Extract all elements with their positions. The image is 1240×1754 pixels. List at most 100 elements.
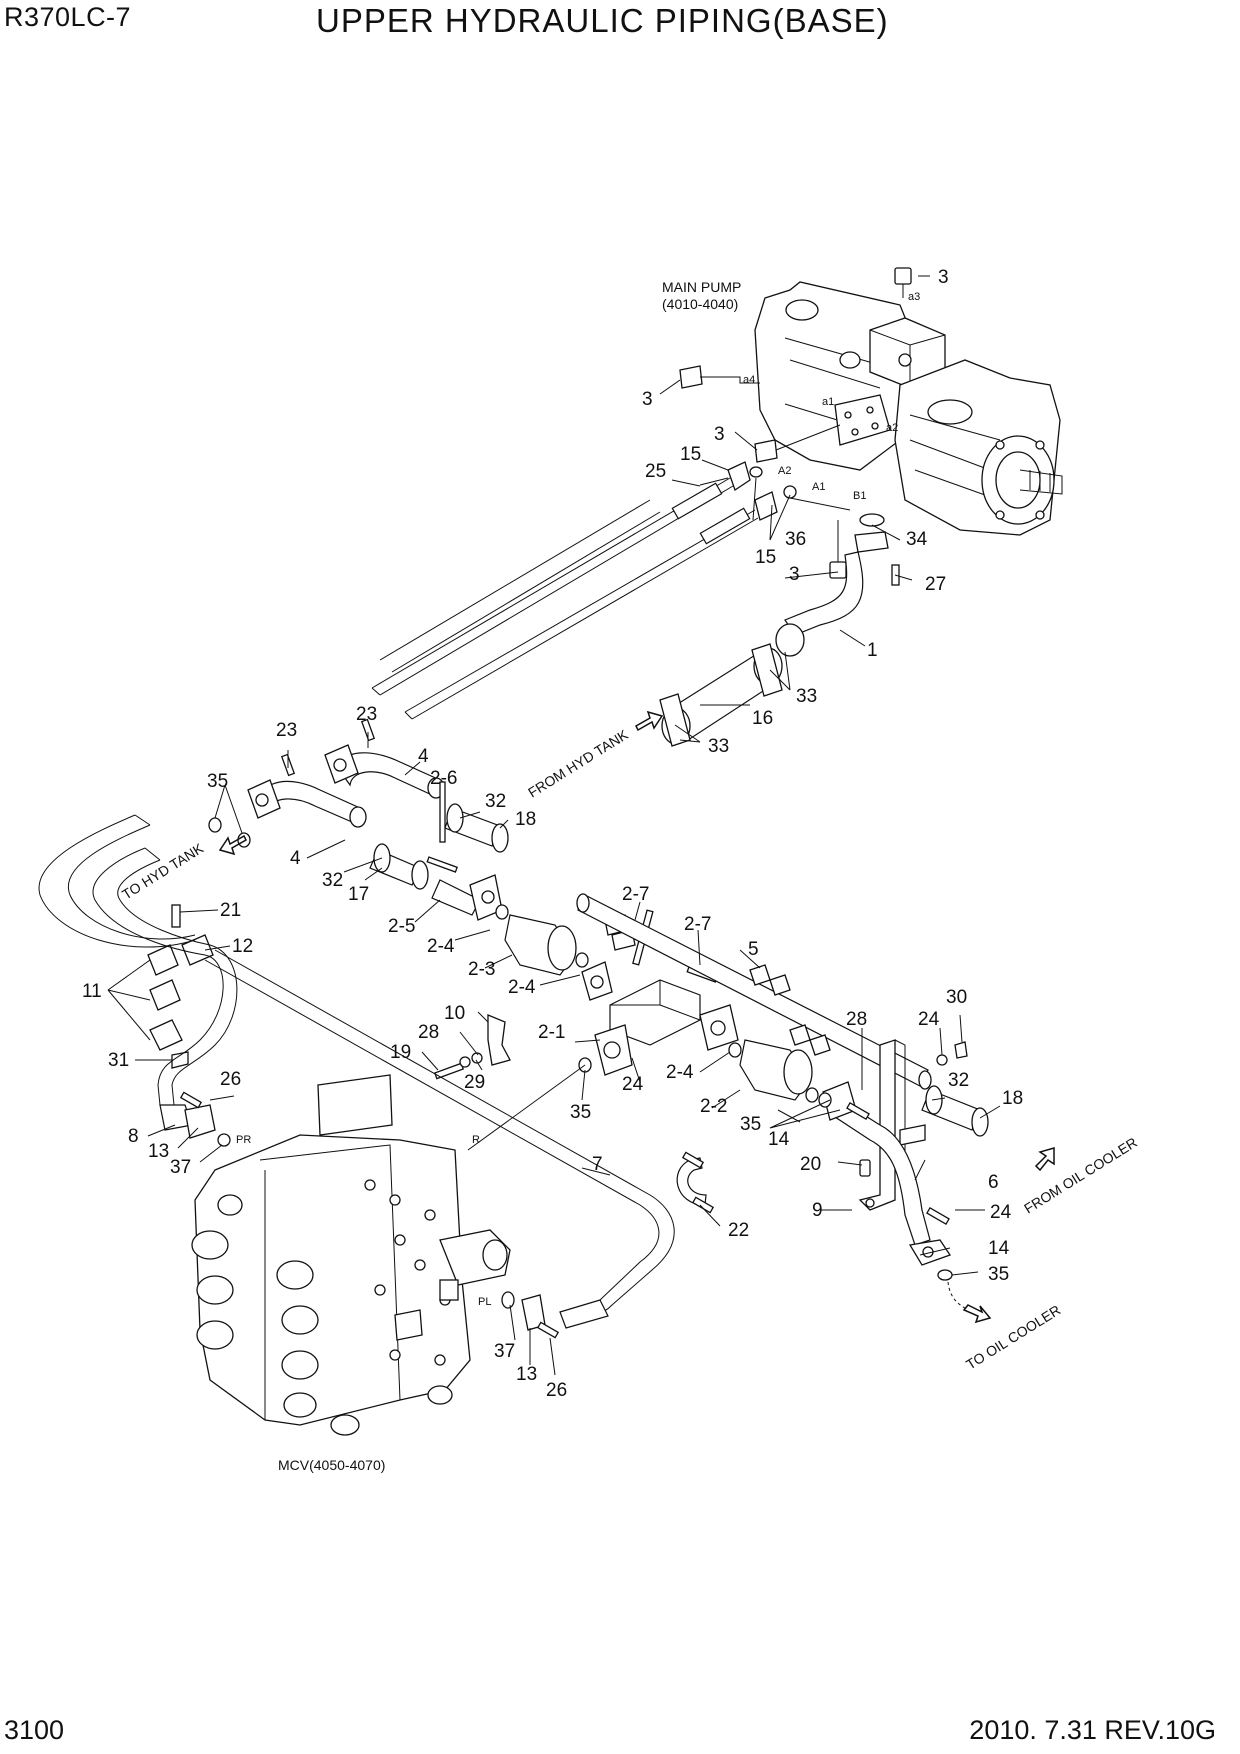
to-hyd-tank-label: TO HYD TANK	[119, 840, 207, 903]
port-a2-label: a2	[886, 422, 898, 434]
callout-9: 9	[812, 1200, 823, 1221]
callout-12: 12	[232, 936, 253, 957]
callout-2-5: 2-5	[388, 916, 415, 937]
to-oil-cooler-arrow	[947, 1281, 992, 1324]
callout-34: 34	[906, 529, 928, 550]
port-a3-label: a3	[908, 291, 920, 303]
port-R-label: R	[472, 1134, 480, 1146]
main-control-valve[interactable]	[191, 1074, 511, 1436]
page-title: UPPER HYDRAULIC PIPING(BASE)	[316, 2, 889, 39]
callout-36: 36	[785, 529, 806, 550]
callout-21: 21	[220, 900, 241, 921]
callout-2-4-upper: 2-4	[427, 936, 455, 957]
callout-6: 6	[988, 1172, 999, 1193]
callout-24-mid: 24	[622, 1074, 644, 1095]
callout-11: 11	[82, 981, 102, 1002]
model-number: R370LC-7	[4, 2, 132, 32]
callout-24-bracket: 28	[846, 1009, 867, 1030]
callout-22: 22	[728, 1220, 749, 1241]
hose-clamp[interactable]	[659, 643, 783, 747]
callout-17: 17	[348, 884, 369, 905]
callout-31: 31	[108, 1050, 129, 1071]
main-pump[interactable]	[754, 281, 1063, 536]
callout-15-upper: 15	[680, 444, 701, 465]
callout-2-7-right: 2-7	[684, 914, 711, 935]
callout-2-3: 2-3	[468, 959, 495, 980]
callout-7: 7	[592, 1154, 603, 1175]
callout-14-upper: 14	[768, 1129, 790, 1150]
u-bolt[interactable]	[676, 1151, 715, 1214]
callout-4-lower: 4	[290, 848, 301, 869]
pilot-flanges[interactable]	[179, 1091, 560, 1339]
callout-10: 10	[444, 1003, 465, 1024]
to-hyd-tank-arrow	[218, 834, 247, 856]
plug-fitting[interactable]	[679, 267, 912, 579]
callout-18-right: 18	[1002, 1088, 1023, 1109]
main-pump-label: MAIN PUMP	[662, 279, 741, 295]
callout-30: 30	[946, 987, 967, 1008]
callout-2-7-left: 2-7	[622, 884, 649, 905]
from-oil-cooler-arrow	[1034, 1147, 1055, 1172]
callout-37-lower: 37	[494, 1341, 515, 1362]
callout-28-left: 28	[418, 1022, 439, 1043]
page-number: 3100	[4, 1715, 65, 1745]
callout-2-1: 2-1	[538, 1022, 565, 1043]
callout-2-2: 2-2	[700, 1096, 727, 1117]
callout-5: 5	[748, 939, 759, 960]
callout-2-4-mid: 2-4	[508, 977, 536, 998]
callout-15-lower: 15	[755, 547, 776, 568]
clamp-plate[interactable]	[487, 1014, 511, 1066]
callout-8: 8	[128, 1126, 139, 1147]
suction-pipe[interactable]	[661, 513, 900, 745]
callout-35-left: 35	[207, 771, 228, 792]
r-pointer-line	[467, 1064, 586, 1151]
callout-37-upper: 37	[170, 1157, 191, 1178]
mcv-label: MCV(4050-4070)	[278, 1457, 385, 1473]
from-hyd-tank-arrow	[379, 499, 664, 732]
callout-32-upper: 32	[485, 791, 506, 812]
callout-numbers: 3 3 3 3 15 25 15 36 34 27 1 33 16 33 23 …	[82, 267, 1023, 1401]
return-manifold-assembly[interactable]	[431, 781, 819, 1103]
callout-23-right: 23	[356, 704, 377, 725]
port-a4-label: a4	[743, 374, 755, 386]
port-B1-label: B1	[853, 490, 866, 502]
callout-24-lower: 24	[990, 1202, 1012, 1223]
callout-28-right: 24	[918, 1009, 940, 1030]
revision-date: 2010. 7.31 REV.10G	[969, 1715, 1216, 1745]
callout-19: 19	[390, 1042, 411, 1063]
port-A1-label: A1	[812, 481, 825, 493]
callout-3-lower: 3	[789, 564, 800, 585]
callout-2-6: 2-6	[430, 768, 457, 789]
port-A2-label: A2	[778, 465, 791, 477]
callout-2-4-lower: 2-4	[666, 1062, 694, 1083]
callout-27: 27	[925, 574, 946, 595]
callout-14-lower: 14	[988, 1238, 1010, 1259]
pipe-clamps[interactable]	[147, 904, 214, 1069]
callout-33-lower: 33	[708, 736, 729, 757]
callout-13-upper: 13	[148, 1141, 169, 1162]
return-elbow-pipes[interactable]	[247, 718, 445, 828]
callout-29: 29	[464, 1072, 485, 1093]
callout-23-left: 23	[276, 720, 297, 741]
pilot-pipes[interactable]	[38, 814, 675, 1329]
port-PR-label: PR	[236, 1134, 251, 1146]
callout-26-lower: 26	[546, 1380, 567, 1401]
to-oil-cooler-label: TO OIL COOLER	[963, 1302, 1063, 1373]
callout-33-upper: 33	[796, 686, 817, 707]
port-PL-label: PL	[478, 1296, 491, 1308]
callout-32-left: 32	[322, 870, 343, 891]
pressure-hoses[interactable]	[371, 477, 759, 720]
callout-35-lower: 35	[988, 1264, 1009, 1285]
bolt-washer-set[interactable]	[433, 1041, 968, 1080]
callout-18-upper: 18	[515, 809, 536, 830]
callout-25: 25	[645, 461, 666, 482]
main-pump-part-range: (4010-4040)	[662, 296, 738, 312]
callout-35-mid: 35	[570, 1102, 591, 1123]
return-pipe[interactable]	[576, 893, 932, 1090]
callout-35-right: 35	[740, 1114, 761, 1135]
support-bracket[interactable]	[858, 1039, 926, 1211]
callout-3-top: 3	[938, 267, 949, 288]
callout-1: 1	[867, 640, 878, 661]
callout-3-mid: 3	[714, 424, 725, 445]
